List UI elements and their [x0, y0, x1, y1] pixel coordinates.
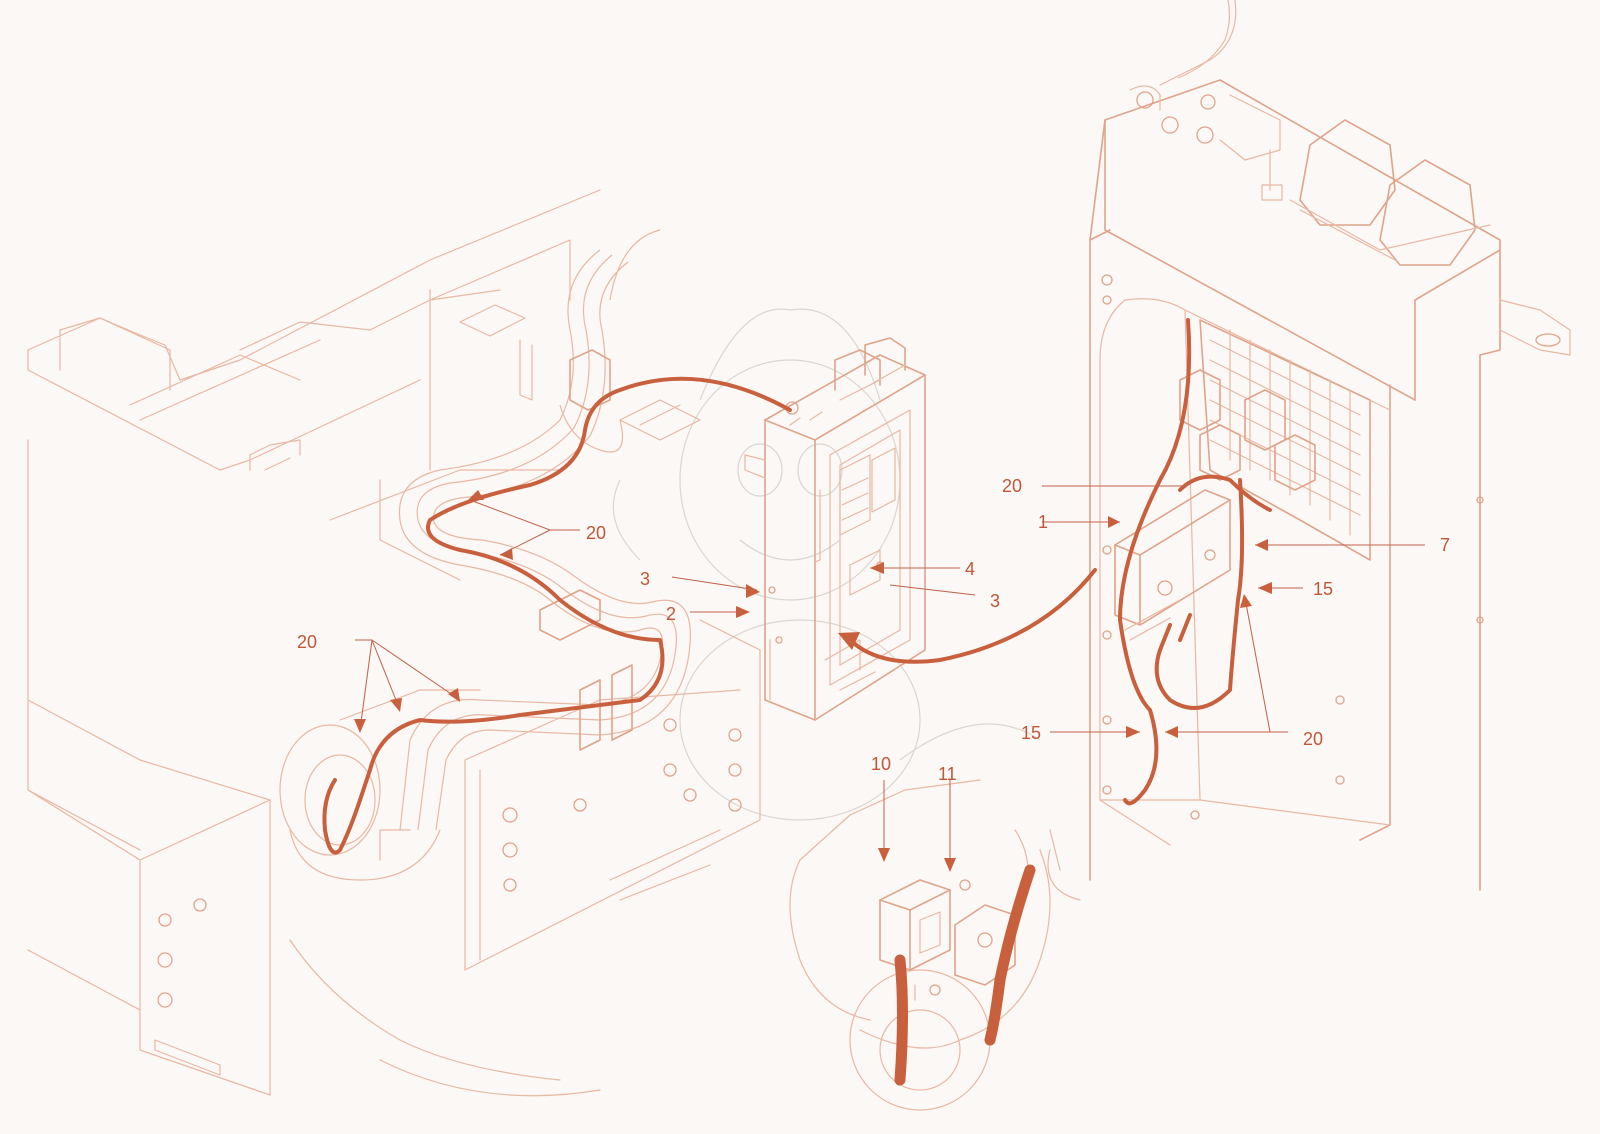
arrow-3-left — [746, 584, 760, 598]
callout-2: 2 — [666, 604, 676, 624]
arrow-move-junction — [838, 632, 860, 650]
callout-3-left: 3 — [640, 569, 650, 589]
callout-20-left: 20 — [297, 632, 317, 652]
arrow-2 — [736, 606, 750, 618]
callout-15-upper: 15 — [1313, 579, 1333, 599]
callout-10: 10 — [871, 754, 891, 774]
callout-20-right-bottom: 20 — [1303, 729, 1323, 749]
callout-7: 7 — [1440, 535, 1450, 555]
cable-harness — [322, 318, 1272, 1086]
connector-detail — [789, 779, 1061, 1111]
arrow-4 — [870, 562, 884, 574]
arrow-1 — [1108, 516, 1120, 528]
arrow-20-right-b — [1165, 726, 1178, 738]
arrow-20-top-b — [500, 548, 513, 560]
arrow-7 — [1255, 539, 1268, 551]
control-box — [744, 337, 926, 721]
callout-1: 1 — [1038, 512, 1048, 532]
callout-11: 11 — [938, 764, 957, 784]
arrow-20-right-c — [1240, 594, 1252, 608]
arrow-10 — [878, 848, 890, 862]
callout-20-right-top: 20 — [1002, 476, 1022, 496]
arrow-20-left-a — [354, 719, 366, 733]
arrow-20-top-a — [468, 490, 484, 500]
arrow-11 — [944, 858, 956, 872]
right-cabinet — [1047, 0, 1571, 901]
callout-15-lower: 15 — [1021, 723, 1041, 743]
arrow-20-left-c — [448, 688, 460, 702]
callout-20-top: 20 — [586, 523, 606, 543]
callout-3-right: 3 — [990, 591, 1000, 611]
callout-labels: 20 20 20 1 7 15 15 20 4 3 3 2 10 11 — [297, 476, 1450, 784]
arrow-15-upper — [1258, 582, 1272, 594]
arrow-15-lower — [1126, 726, 1140, 738]
callout-leaders — [354, 485, 1425, 872]
arrow-20-left-b — [390, 698, 402, 712]
callout-4: 4 — [965, 559, 975, 579]
chassis-frame — [27, 189, 761, 1097]
